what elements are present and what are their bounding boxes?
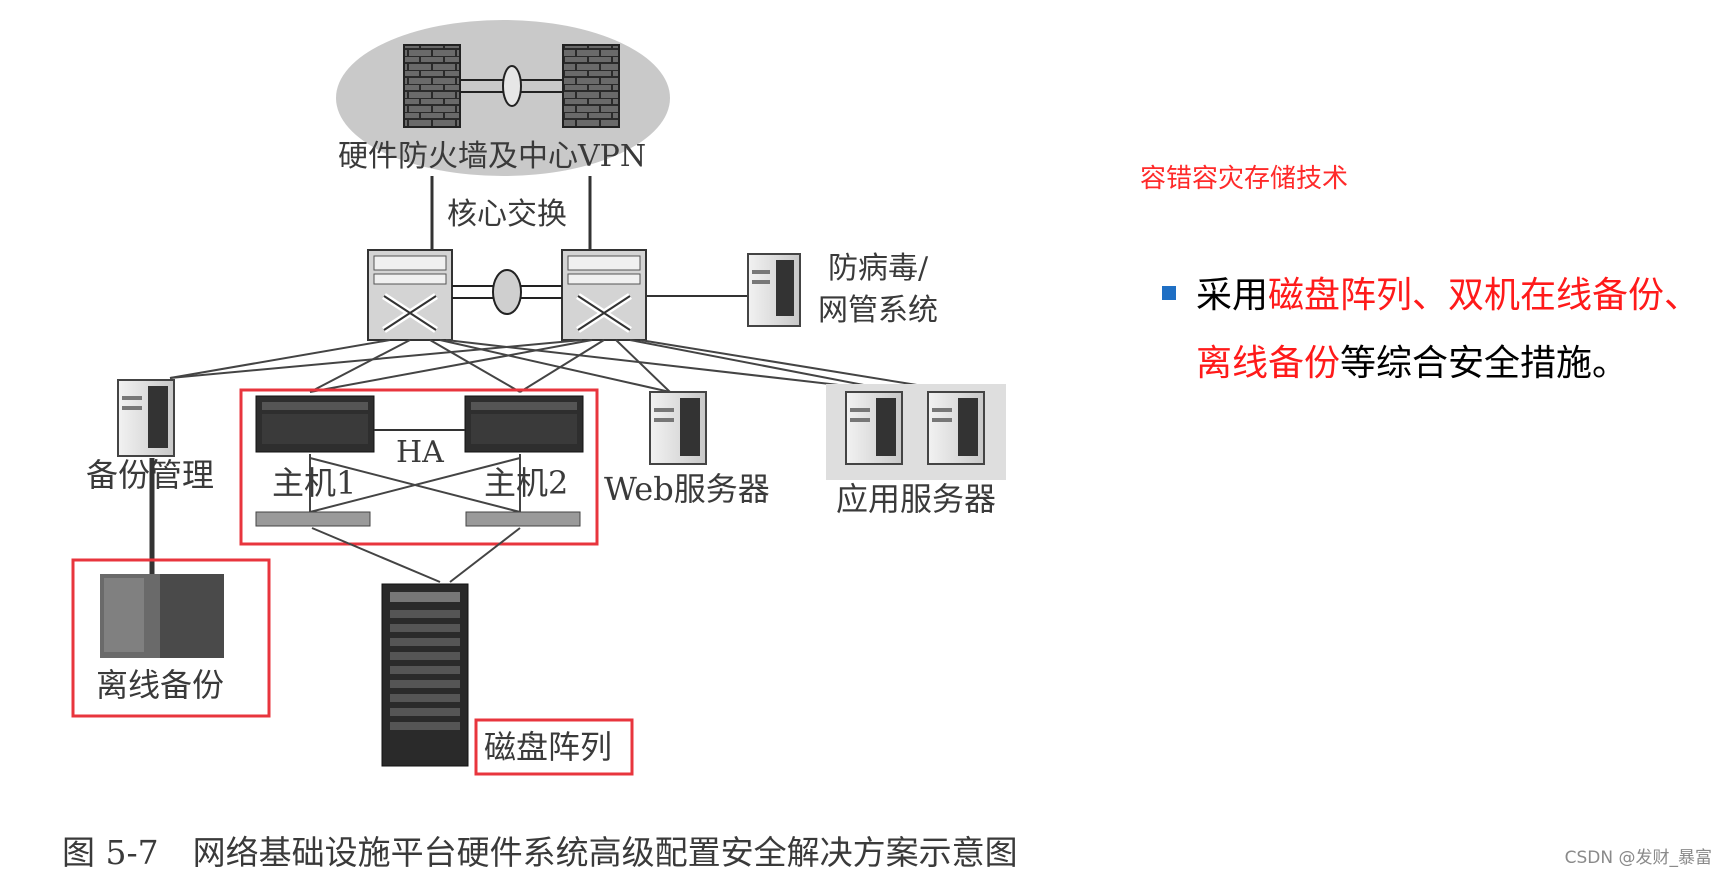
- notes-title: 容错容灾存储技术: [1140, 164, 1349, 194]
- disk-array-highlight-box: [474, 718, 634, 776]
- firewall-right-icon: [562, 44, 620, 128]
- antivirus-label-1: 防病毒/: [828, 251, 929, 286]
- bullet-item: 采用磁盘阵列、双机在线备份、离线备份等综合安全措施。: [1162, 262, 1716, 398]
- figure-number: 图 5-7: [62, 833, 159, 872]
- bullet-suffix: 等综合安全措施。: [1340, 343, 1629, 384]
- app-server-1-icon: [845, 391, 903, 465]
- hba-card-left-icon: [255, 511, 371, 527]
- bullet-square-icon: [1162, 286, 1176, 300]
- core-switch-right-icon: [561, 249, 647, 341]
- switch-links: [169, 339, 961, 393]
- core-switch-left-icon: [367, 249, 453, 341]
- bullet-highlight-2: 离线备份: [1196, 343, 1341, 384]
- switch-trunk-icon: [452, 269, 562, 315]
- ha-label: HA: [396, 435, 444, 470]
- vpn-tunnel-icon: [460, 65, 563, 107]
- antivirus-server-icon: [747, 253, 801, 327]
- figure-caption-text: 网络基础设施平台硬件系统高级配置安全解决方案示意图: [192, 833, 1018, 872]
- offline-backup-highlight-box: [71, 558, 271, 718]
- hba-card-right-icon: [465, 511, 581, 527]
- ha-highlight-box: [239, 388, 599, 546]
- host1-label: 主机1: [272, 464, 356, 502]
- host2-label: 主机2: [484, 464, 568, 502]
- backup-management-server-icon: [117, 379, 175, 457]
- watermark: CSDN @发财_暴富: [1564, 848, 1712, 868]
- disk-array-label: 磁盘阵列: [484, 728, 612, 766]
- app-server-2-icon: [927, 391, 985, 465]
- firewall-left-icon: [403, 44, 461, 128]
- host1-icon: [255, 395, 375, 453]
- host2-icon: [464, 395, 584, 453]
- bullet-prefix: 采用: [1196, 275, 1269, 316]
- figure-caption: 图 5-7 网络基础设施平台硬件系统高级配置安全解决方案示意图: [62, 826, 1018, 874]
- bullet-highlight-1: 磁盘阵列、双机在线备份、: [1268, 275, 1701, 316]
- web-server-label: Web服务器: [604, 470, 770, 508]
- core-switch-label: 核心交换: [447, 197, 567, 232]
- antivirus-label-2: 网管系统: [818, 293, 938, 328]
- app-server-label: 应用服务器: [836, 480, 996, 518]
- disk-array-icon: [381, 583, 469, 767]
- offline-backup-label: 离线备份: [96, 666, 224, 704]
- firewall-label: 硬件防火墙及中心VPN: [338, 139, 646, 174]
- tape-library-icon: [100, 574, 224, 658]
- web-server-icon: [649, 391, 707, 465]
